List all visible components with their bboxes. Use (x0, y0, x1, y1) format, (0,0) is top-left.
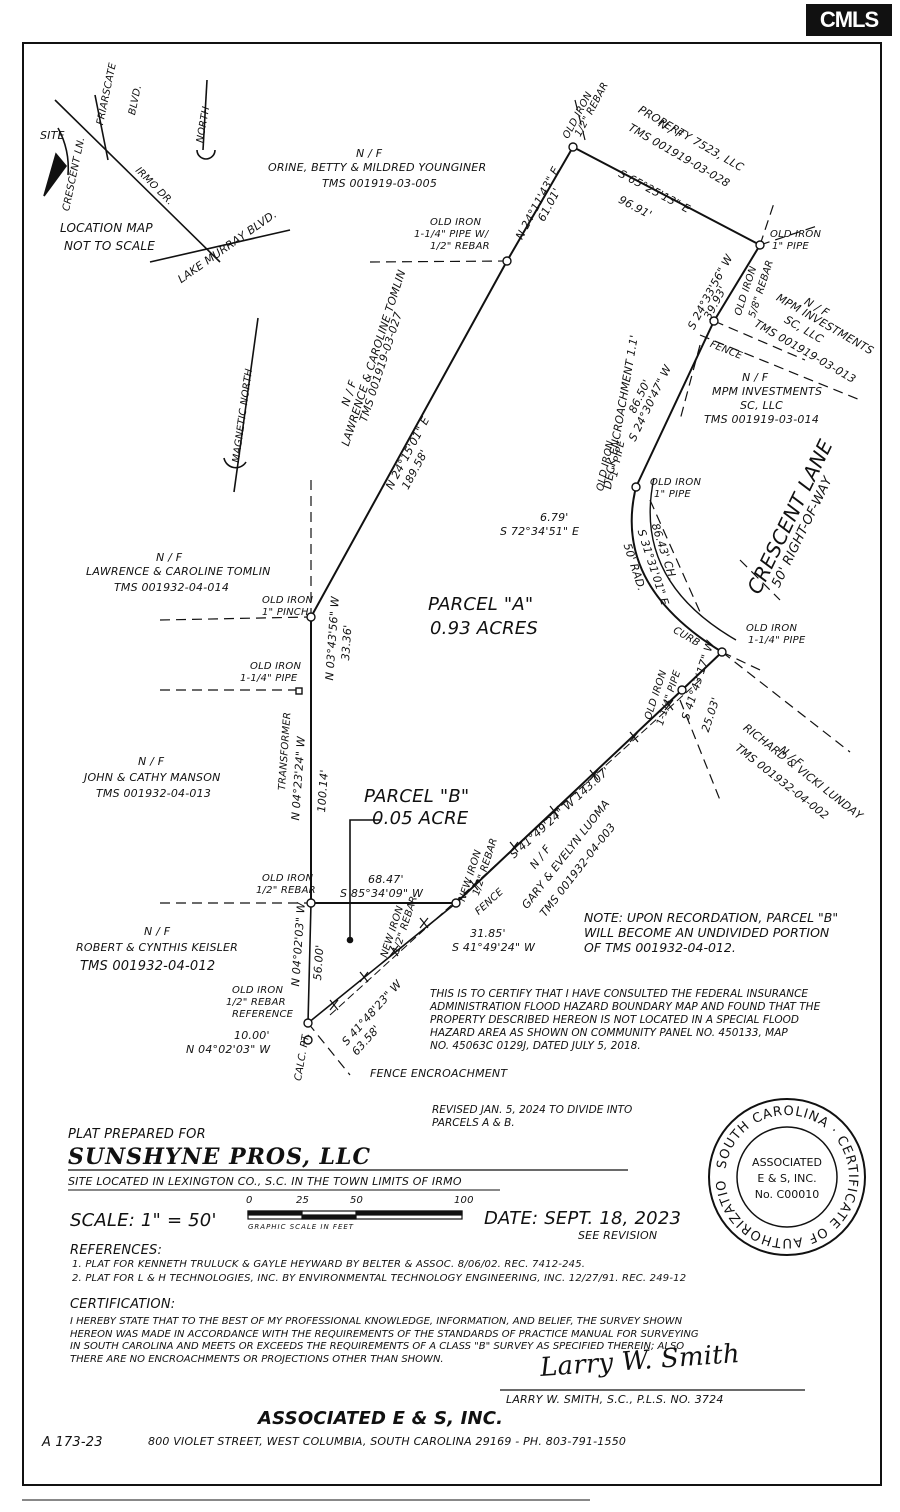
owner-name: JOHN & CATHY MANSON (84, 771, 221, 784)
firm-address: 800 VIOLET STREET, WEST COLUMBIA, SOUTH … (148, 1435, 627, 1448)
monument-label: OLD IRON (262, 873, 314, 884)
monument-label: 1-1/4" PIPE (240, 673, 298, 684)
owner-nf: N / F (356, 147, 383, 160)
flood-certification: THIS IS TO CERTIFY THAT I HAVE CONSULTED… (430, 988, 821, 1052)
certification-heading: CERTIFICATION: (70, 1297, 176, 1312)
location-map-scale-note: NOT TO SCALE (64, 239, 156, 253)
parcel-a-title: PARCEL "A" (428, 594, 534, 615)
distance-label: 6.79' (540, 511, 569, 524)
scale-tick-label: 0 (246, 1195, 253, 1206)
scale-tick-label: 50 (350, 1195, 364, 1206)
fence-encroachment-label: FENCE ENCROACHMENT (370, 1067, 508, 1080)
location-map-friarscate (94, 94, 109, 161)
bearing-label: N 04°02'03" W (186, 1043, 271, 1056)
scale-label: SCALE: 1" = 50' (70, 1210, 217, 1231)
monument-label: 1" PIPE (772, 241, 809, 252)
certificate-seal: SOUTH CAROLINA · CERTIFICATE OF AUTHORIZ… (706, 1096, 866, 1256)
revision-note: REVISED JAN. 5, 2024 TO DIVIDE INTO PARC… (432, 1104, 633, 1129)
reference-2: 2. PLAT FOR L & H TECHNOLOGIES, INC. BY … (72, 1273, 687, 1284)
magnetic-north-arrow (233, 317, 259, 493)
monument-label: OLD IRON (770, 229, 822, 240)
owner-name: SC, LLC (740, 399, 783, 412)
crescent-curve (630, 486, 723, 653)
scale-tick-label: 100 (454, 1195, 474, 1206)
monument-label: OLD IRON (430, 217, 482, 228)
distance-label: 100.14' (315, 769, 331, 813)
owner-name: LAWRENCE & CAROLINE TOMLIN (86, 565, 271, 578)
owner-name: ROBERT & CYNTHIS KEISLER (76, 941, 238, 954)
seal-line-3: No. C00010 (755, 1188, 819, 1201)
client-name: SUNSHYNE PROS, LLC (68, 1144, 371, 1170)
location-map-caption: LOCATION MAP (60, 221, 153, 235)
owner-nf: N / F (742, 371, 769, 384)
monument-label: OLD IRON (232, 985, 284, 996)
plat-date: DATE: SEPT. 18, 2023 (484, 1208, 682, 1229)
graphic-scale (247, 1210, 463, 1220)
references-heading: REFERENCES: (70, 1243, 163, 1258)
distance-label: 31.85' (470, 927, 506, 940)
reference-1: 1. PLAT FOR KENNETH TRULUCK & GAYLE HEYW… (72, 1259, 586, 1270)
bearing-label: S 85°34'09" W (340, 887, 424, 900)
parcel-b-title: PARCEL "B" (364, 786, 470, 807)
owner-name: ORINE, BETTY & MILDRED YOUNGINER (268, 161, 487, 174)
monument-label: REFERENCE (232, 1009, 294, 1020)
certification-text: I HEREBY STATE THAT TO THE BEST OF MY PR… (70, 1316, 699, 1365)
firm-name: ASSOCIATED E & S, INC. (258, 1408, 504, 1429)
distance-label: 10.00' (234, 1029, 270, 1042)
monument-label: OLD IRON (262, 595, 314, 606)
owner-nf: N / F (138, 755, 165, 768)
location-map-crescent-lane (57, 127, 70, 176)
owner-tms: TMS 001932-04-013 (96, 787, 212, 800)
monument-label: 1/2" REBAR (430, 241, 490, 252)
site-location: SITE LOCATED IN LEXINGTON CO., S.C. IN T… (68, 1175, 462, 1188)
scale-caption: GRAPHIC SCALE IN FEET (248, 1223, 355, 1231)
owner-tms: TMS 001932-04-012 (80, 959, 216, 974)
seal-line-2: E & S, INC. (757, 1172, 816, 1185)
prepared-for-label: PLAT PREPARED FOR (68, 1127, 206, 1142)
parcel-a-area: 0.93 ACRES (430, 618, 538, 639)
location-map-lake-murray-road (149, 229, 291, 263)
bearing-label: S 41°49'24" W (452, 941, 536, 954)
recordation-note: NOTE: UPON RECORDATION, PARCEL "B" WILL … (584, 910, 839, 955)
monument-label: 1-1/4" PIPE (748, 635, 806, 646)
see-revision: SEE REVISION (578, 1229, 658, 1242)
monument-label: 1" PIPE (654, 489, 691, 500)
scale-tick-label: 25 (296, 1195, 310, 1206)
owner-nf: N / F (144, 925, 171, 938)
bearing-label: S 72°34'51" E (500, 525, 580, 538)
plat-border (22, 42, 882, 1486)
parcel-b-area: 0.05 ACRE (372, 808, 469, 829)
owner-tms: TMS 001932-04-014 (114, 581, 230, 594)
owner-name: MPM INVESTMENTS (712, 385, 823, 398)
location-site-label: SITE (40, 129, 65, 142)
parcel-a-boundary (572, 146, 762, 488)
owner-tms: TMS 001919-03-014 (704, 413, 820, 426)
monument-label: 1/2" REBAR (256, 885, 316, 896)
monument-label: OLD IRON (746, 623, 798, 634)
owner-tms: TMS 001919-03-005 (322, 177, 438, 190)
surveyor-name: LARRY W. SMITH, S.C., P.L.S. NO. 3724 (506, 1393, 724, 1406)
job-number: A 173-23 (42, 1435, 103, 1450)
monument-label: 1/2" REBAR (226, 997, 286, 1008)
monument-label: 1-1/4" PIPE W/ (414, 229, 489, 240)
monument-label: 1" PINCH (262, 607, 309, 618)
mls-badge: CMLS (806, 4, 892, 36)
distance-label: 33.36' (339, 624, 355, 661)
north-arrow (202, 79, 208, 151)
monument-label: OLD IRON (650, 477, 702, 488)
location-map-irmo-road (54, 99, 221, 263)
distance-label: 68.47' (368, 873, 404, 886)
distance-label: 56.00' (311, 944, 327, 981)
monument-label: OLD IRON (250, 661, 302, 672)
seal-line-1: ASSOCIATED (752, 1156, 822, 1169)
owner-nf: N / F (156, 551, 183, 564)
